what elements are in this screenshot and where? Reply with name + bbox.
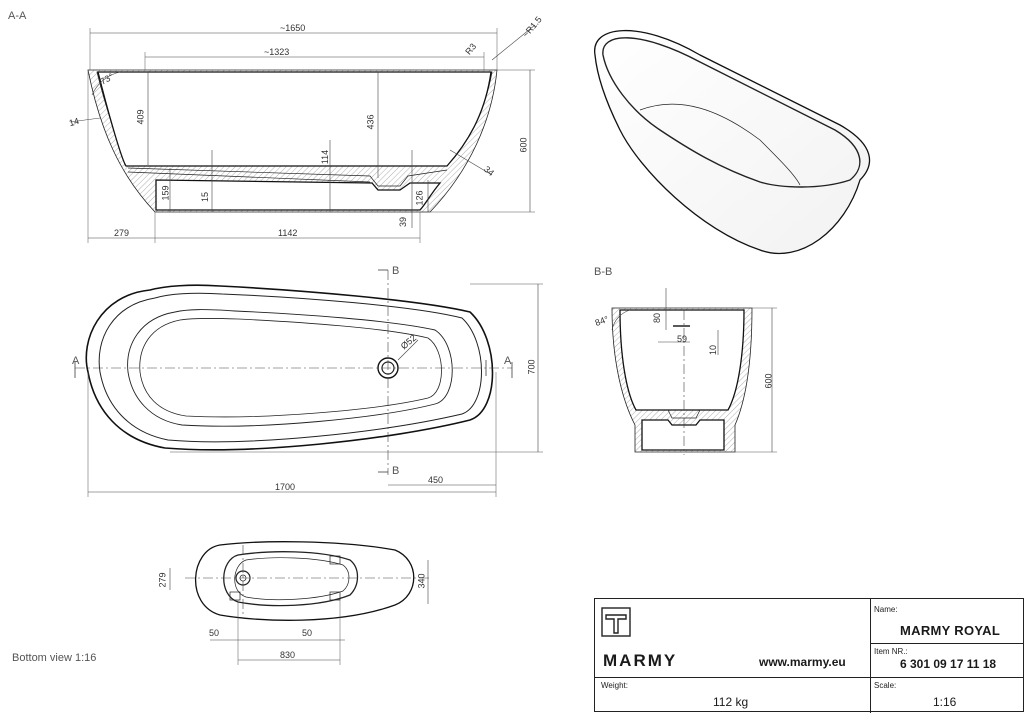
dim-label: 600 xyxy=(763,373,774,389)
website-link[interactable]: www.marmy.eu xyxy=(759,655,846,669)
section-bb xyxy=(611,288,777,455)
marker-b-top: B xyxy=(392,265,400,277)
name-value: MARMY ROYAL xyxy=(900,623,1001,638)
section-aa-label: A-A xyxy=(8,10,27,22)
marker-b-bottom: B xyxy=(392,465,400,477)
dim-label: 700 xyxy=(526,359,537,375)
tub-plan-outer xyxy=(85,284,494,451)
brand-name: MARMY xyxy=(603,651,678,670)
weight-value: 112 kg xyxy=(713,695,749,709)
dim-label: 1700 xyxy=(275,482,296,492)
section-aa xyxy=(69,24,536,243)
logo-icon xyxy=(601,607,631,637)
dim-label: 340 xyxy=(416,573,427,589)
dim-label: 80 xyxy=(652,312,663,324)
dim-label: ~1323 xyxy=(264,47,290,57)
weight-label: Weight: xyxy=(601,681,628,690)
dim-label: 279 xyxy=(157,572,168,588)
dim-label: 159 xyxy=(160,185,171,201)
scale-value: 1:16 xyxy=(933,695,957,709)
bottom-view-label: Bottom view 1:16 xyxy=(12,652,97,664)
tub-3d-view xyxy=(594,29,871,255)
item-value: 6 301 09 17 11 18 xyxy=(900,657,997,671)
dim-label: 15 xyxy=(200,191,211,203)
tub-3d-outer xyxy=(594,29,871,255)
dim-label: 279 xyxy=(114,228,130,238)
dim-label: 1142 xyxy=(278,228,298,238)
dim-label: ~1650 xyxy=(280,23,306,33)
dim-label: 39 xyxy=(398,216,409,228)
marker-a-left: A xyxy=(72,355,80,367)
dim-label: 50 xyxy=(302,628,313,638)
dim-label: 600 xyxy=(518,137,529,153)
item-label: Item NR.: xyxy=(874,647,908,656)
dim-label: 50 xyxy=(209,628,220,638)
dim-label: 409 xyxy=(135,109,146,125)
name-label: Name: xyxy=(874,605,898,614)
bottom-view xyxy=(169,541,430,665)
dim-label: 114 xyxy=(320,149,331,165)
title-block: MARMY www.marmy.eu Name: MARMY ROYAL Ite… xyxy=(594,598,1024,713)
scale-label: Scale: xyxy=(874,681,897,690)
marker-a-right: A xyxy=(504,355,512,367)
dim-label: 126 xyxy=(414,190,425,206)
plan-view xyxy=(74,269,543,497)
dim-label: 10 xyxy=(708,344,719,356)
section-bb-label: B-B xyxy=(594,266,613,278)
dim-label: 59 xyxy=(677,334,688,344)
dim-label: 450 xyxy=(428,475,444,485)
dim-label: 436 xyxy=(365,114,376,130)
dim-label: 830 xyxy=(280,650,296,660)
